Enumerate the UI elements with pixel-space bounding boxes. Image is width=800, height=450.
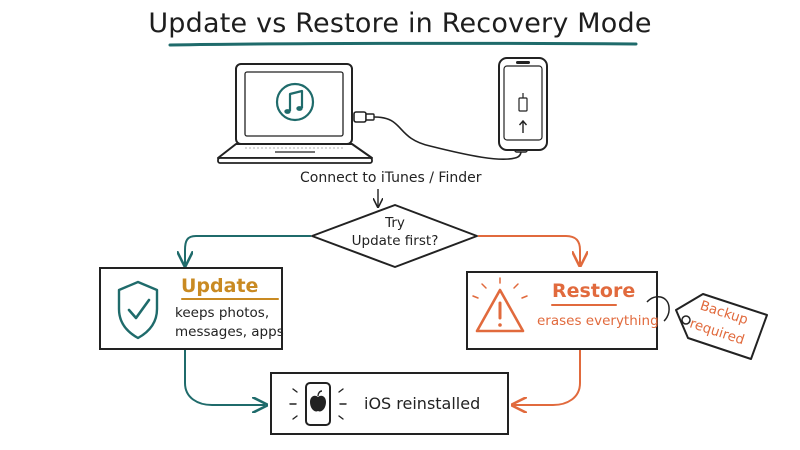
shield-check-icon <box>117 280 159 340</box>
decision-line-1: Try <box>385 215 405 231</box>
arrow-restore-to-result <box>514 350 581 405</box>
price-tag-icon <box>646 293 768 360</box>
music-note-icon <box>275 82 315 122</box>
arrow-update-to-result <box>184 350 265 405</box>
result-label: iOS reinstalled <box>364 394 481 413</box>
arrow-to-update <box>185 235 311 264</box>
update-body-line-2: messages, apps <box>175 324 284 340</box>
title-underline <box>168 41 638 47</box>
diagram-title: Update vs Restore in Recovery Mode <box>148 8 652 39</box>
smartphone-icon <box>498 57 548 151</box>
apple-logo-phone-icon <box>289 382 347 426</box>
connect-label: Connect to iTunes / Finder <box>300 170 482 186</box>
restore-body: erases everything <box>537 313 659 329</box>
laptop-icon <box>217 63 373 164</box>
decision-line-2: Update first? <box>351 233 439 249</box>
update-body-line-1: keeps photos, <box>175 305 270 321</box>
arrow-to-restore <box>478 235 580 264</box>
warning-triangle-icon <box>472 277 528 333</box>
update-title: Update <box>181 275 259 297</box>
restore-title: Restore <box>552 280 636 302</box>
decision-diamond <box>311 204 478 268</box>
